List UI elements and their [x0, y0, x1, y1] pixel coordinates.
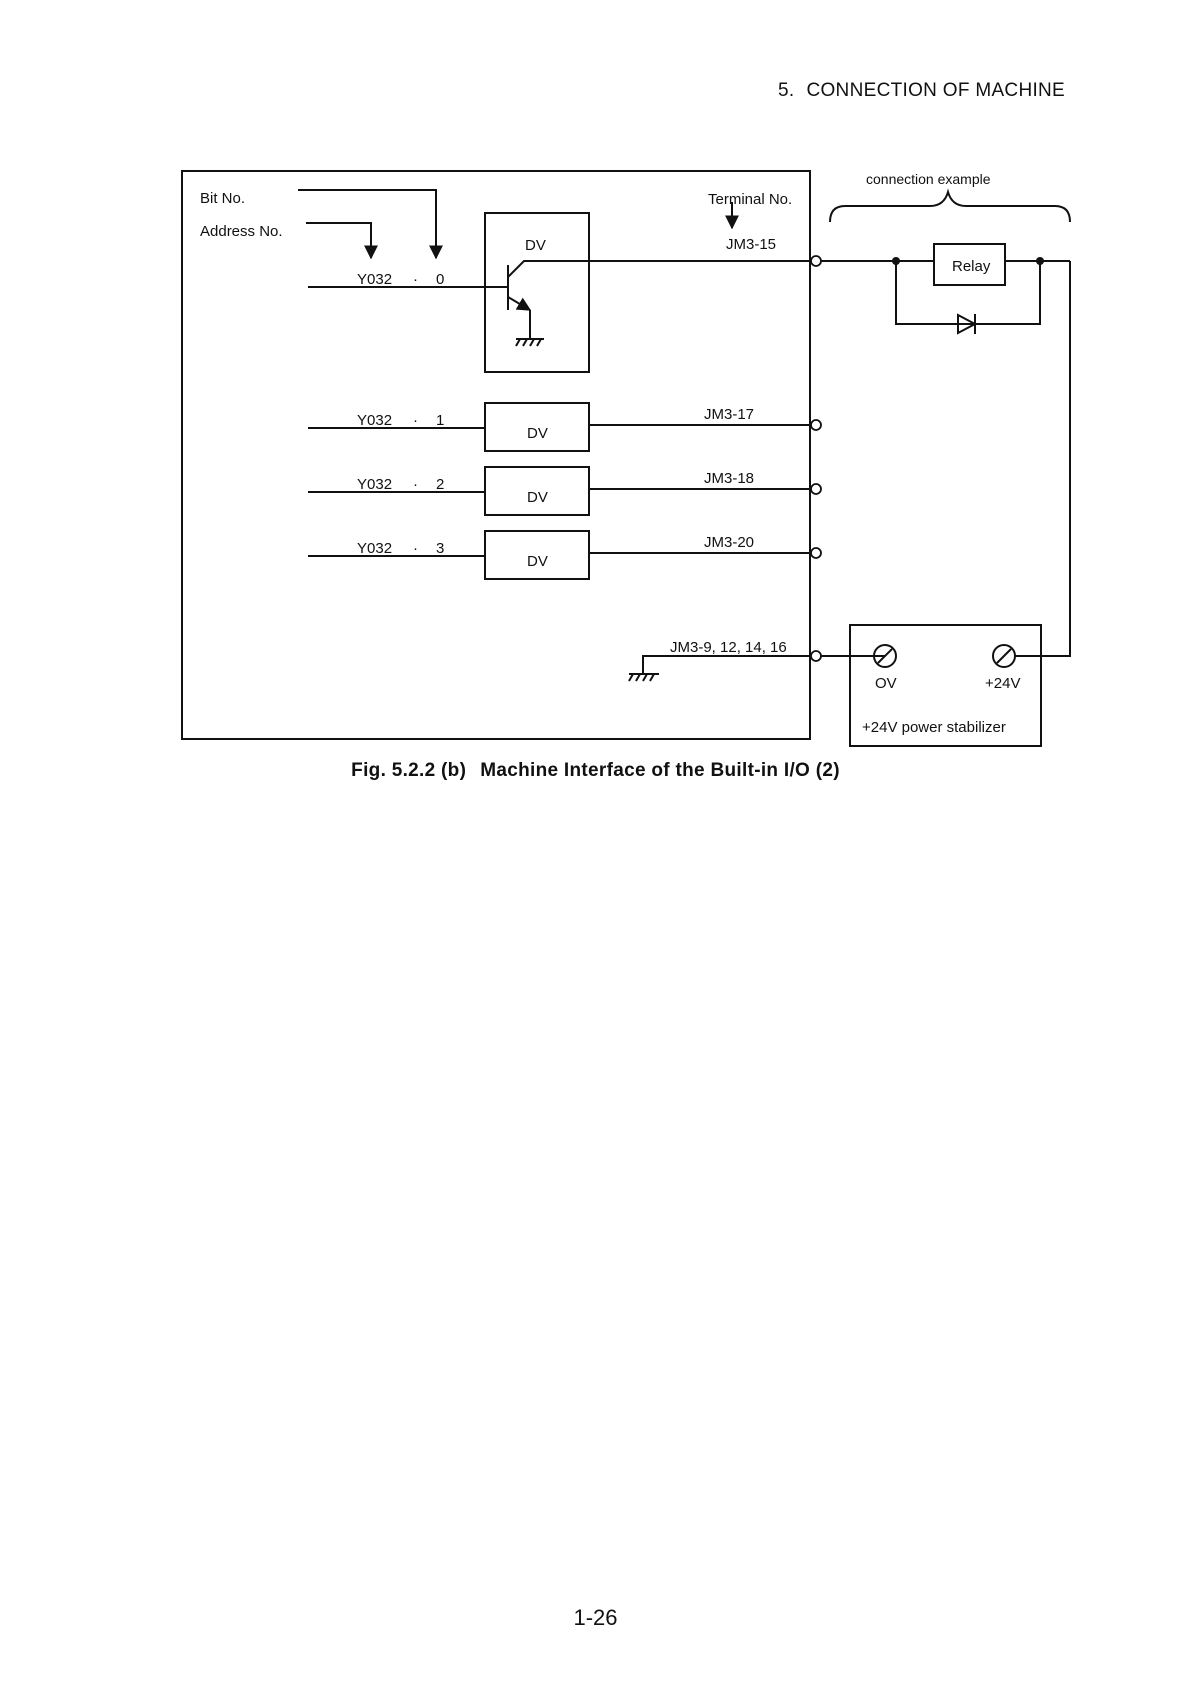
terminal-label-3: JM3-20 — [704, 534, 754, 551]
power-stabilizer-label: +24V power stabilizer — [862, 719, 1006, 736]
terminal-jm3-15 — [811, 256, 821, 266]
plus24v-terminal-icon — [993, 645, 1015, 667]
ground-terminal-label: JM3-9, 12, 14, 16 — [670, 639, 787, 656]
terminal-label-1: JM3-17 — [704, 406, 754, 423]
bit-3: 3 — [436, 540, 444, 557]
transistor-collector — [508, 261, 810, 277]
address-no-label: Address No. — [200, 223, 283, 240]
bit-1: 1 — [436, 412, 444, 429]
junction-dot-left — [892, 257, 900, 265]
address-2: Y032 — [357, 476, 392, 493]
terminal-jm3-17 — [811, 420, 821, 430]
supply-return-wire — [1040, 261, 1070, 656]
ground-wire — [643, 656, 810, 674]
terminal-label-2: JM3-18 — [704, 470, 754, 487]
terminal-label-0: JM3-15 — [726, 236, 776, 253]
separator-2: · — [413, 476, 418, 493]
plus24v-label: +24V — [985, 675, 1020, 692]
connection-example-brace — [830, 192, 1070, 222]
relay-label: Relay — [952, 258, 991, 275]
ground-symbol-0 — [516, 339, 544, 346]
separator-3: · — [413, 540, 418, 557]
bit-2: 2 — [436, 476, 444, 493]
ground-symbol-common — [629, 674, 659, 681]
driver-label-2: DV — [527, 489, 548, 506]
separator-0: · — [413, 271, 418, 288]
connection-example-label: connection example — [866, 171, 991, 187]
driver-label-3: DV — [527, 553, 548, 570]
figure-title: Machine Interface of the Built-in I/O (2… — [480, 760, 840, 781]
figure-caption: Fig. 5.2.2 (b) Machine Interface of the B… — [0, 760, 1191, 782]
terminal-jm3-ground — [811, 651, 821, 661]
terminal-jm3-20 — [811, 548, 821, 558]
address-0: Y032 — [357, 271, 392, 288]
bit-no-label: Bit No. — [200, 190, 245, 207]
transistor-emitter — [508, 297, 530, 310]
page-number: 1-26 — [0, 1605, 1191, 1631]
driver-label-0: DV — [525, 237, 546, 254]
address-pointer-line — [306, 223, 371, 258]
ov-label: OV — [875, 675, 897, 692]
terminal-jm3-18 — [811, 484, 821, 494]
terminal-no-label: Terminal No. — [708, 191, 792, 208]
separator-1: · — [413, 412, 418, 429]
junction-dot-right — [1036, 257, 1044, 265]
driver-label-1: DV — [527, 425, 548, 442]
figure-number: Fig. 5.2.2 (b) — [351, 760, 466, 781]
address-3: Y032 — [357, 540, 392, 557]
address-1: Y032 — [357, 412, 392, 429]
bit-0: 0 — [436, 271, 444, 288]
